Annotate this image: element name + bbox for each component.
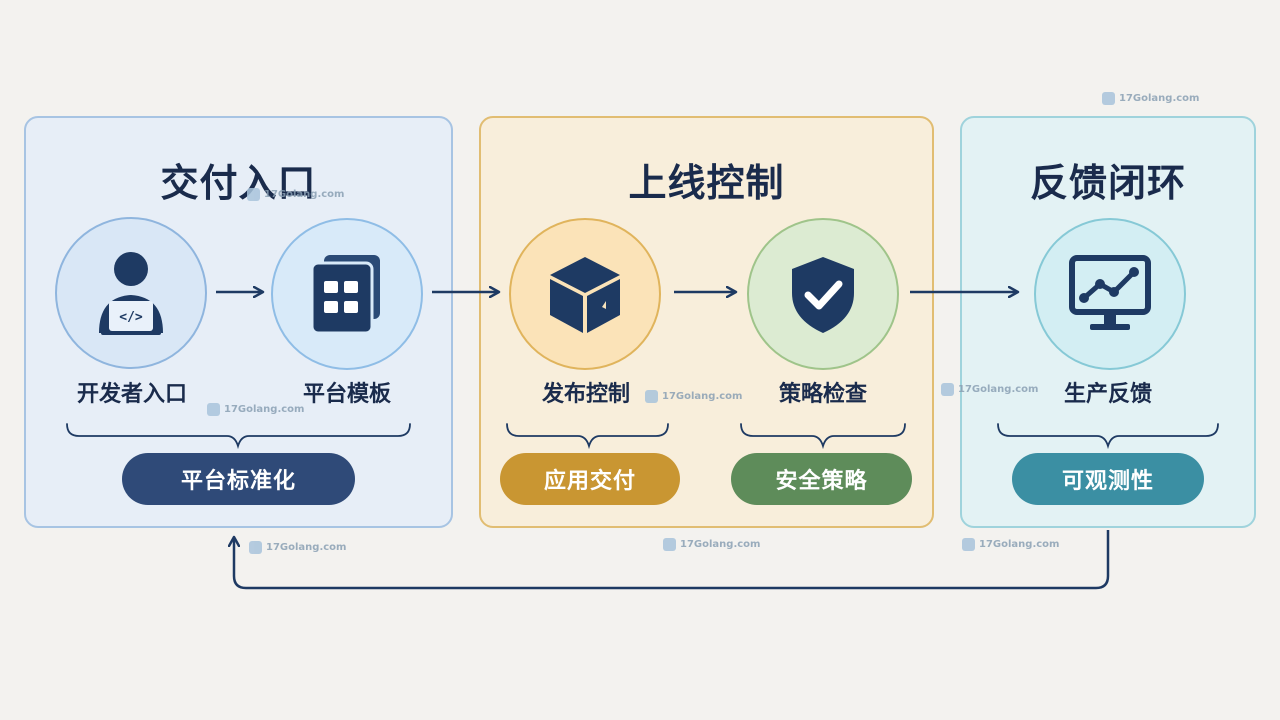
watermark-logo-icon <box>645 390 658 403</box>
watermark: 17Golang.com <box>962 538 1059 551</box>
watermark-logo-icon <box>249 541 262 554</box>
watermark: 17Golang.com <box>941 383 1038 396</box>
grouping-brace <box>66 423 1219 450</box>
developer-entry-label: 开发者入口 <box>76 382 187 407</box>
production-feedback-label: 生产反馈 <box>1063 382 1152 407</box>
watermark: 17Golang.com <box>249 541 346 554</box>
platform-template-label: 平台模板 <box>302 382 391 407</box>
svg-text:</>: </> <box>119 310 143 325</box>
policy-check-label: 策略检查 <box>778 382 867 407</box>
developer-entry-node[interactable]: </> <box>55 217 207 369</box>
shield-check-icon <box>792 257 854 333</box>
platform-standardization-pill: 平台标准化 <box>122 453 355 505</box>
template-grid-icon <box>310 255 380 335</box>
monitor-chart-icon <box>1069 255 1151 330</box>
launch-panel-title: 上线控制 <box>628 161 785 205</box>
watermark: 17Golang.com <box>1102 92 1199 105</box>
watermark: 17Golang.com <box>663 538 760 551</box>
security-policy-pill: 安全策略 <box>731 453 912 505</box>
policy-check-node[interactable] <box>747 218 899 370</box>
feedback-loop-arrow <box>234 530 1110 590</box>
delivery-panel-title: 交付入口 <box>160 161 317 205</box>
feedback-panel-title: 反馈闭环 <box>1029 161 1186 205</box>
watermark-logo-icon <box>941 383 954 396</box>
watermark: 17Golang.com <box>207 403 304 416</box>
watermark: 17Golang.com <box>247 188 344 201</box>
watermark-logo-icon <box>207 403 220 416</box>
observability-pill: 可观测性 <box>1012 453 1204 505</box>
watermark-logo-icon <box>663 538 676 551</box>
watermark: 17Golang.com <box>645 390 742 403</box>
production-feedback-node[interactable] <box>1034 218 1186 370</box>
release-control-label: 发布控制 <box>541 382 630 407</box>
watermark-logo-icon <box>962 538 975 551</box>
app-delivery-pill: 应用交付 <box>500 453 680 505</box>
watermark-logo-icon <box>247 188 260 201</box>
watermark-logo-icon <box>1102 92 1115 105</box>
developer-laptop-icon: </> <box>99 252 163 335</box>
release-control-node[interactable] <box>509 218 661 370</box>
package-cube-icon <box>550 257 620 333</box>
platform-template-node[interactable] <box>271 218 423 370</box>
